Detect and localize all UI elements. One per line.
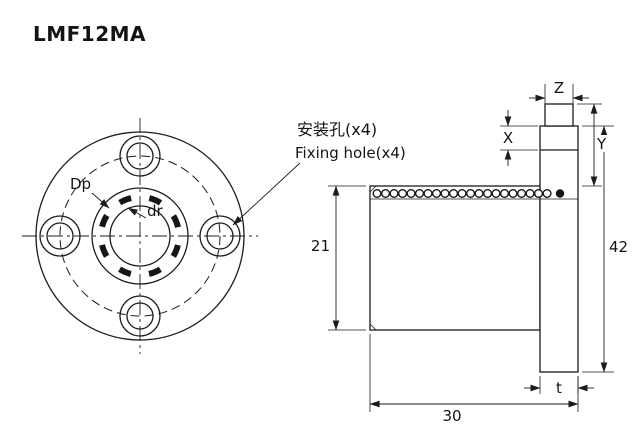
fixing-hole <box>46 222 74 250</box>
fixing-hole-counterbore <box>119 295 161 337</box>
flange-boss-outline <box>544 103 574 127</box>
fixing-hole <box>206 222 234 250</box>
side-view <box>369 103 579 373</box>
dimension-body-od: 21 <box>311 237 330 255</box>
fixing-hole-leader-arrow <box>232 162 301 226</box>
fixing-hole <box>126 142 154 170</box>
flange-outer-circle <box>35 131 245 341</box>
front-view: Dp dr 安装孔(x4) Fixing hole(x4) <box>22 118 406 354</box>
bore-diameter-leader-arrow <box>127 207 147 219</box>
dimension-groove-offset: X <box>503 129 513 147</box>
pitch-diameter-label: Dp <box>70 175 91 193</box>
flange-outline <box>539 125 579 373</box>
fixing-hole-note-chinese: 安装孔(x4) <box>297 120 377 139</box>
ball-track-segments <box>98 194 182 278</box>
sleeve-outer-circle <box>91 187 189 285</box>
dimension-flange-step: Y <box>596 135 607 153</box>
dimension-flange-od: 42 <box>609 238 628 256</box>
chamfer-line <box>369 185 377 193</box>
bore-diameter-label: dr <box>147 202 164 220</box>
dimension-length: 30 <box>442 407 461 425</box>
dimensions: 21 42 30 t Z <box>311 79 628 425</box>
fixing-hole-counterbore <box>39 215 81 257</box>
part-number-title: LMF12MA <box>33 22 147 46</box>
bore-circle <box>109 205 171 267</box>
dimension-flange-thickness: t <box>556 379 562 397</box>
label-background <box>595 135 610 152</box>
fixing-hole-counterbore <box>199 215 241 257</box>
bolt-pitch-circle <box>59 155 221 317</box>
dimension-groove-width: Z <box>554 79 564 97</box>
fixing-hole-note-english: Fixing hole(x4) <box>295 144 406 162</box>
bearing-body-outline <box>369 185 541 331</box>
fixing-hole <box>126 302 154 330</box>
retainer-end-ball <box>555 189 565 198</box>
pitch-diameter-leader-arrow <box>91 192 110 209</box>
chamfer-line <box>369 323 377 331</box>
fixing-hole-counterbore <box>119 135 161 177</box>
